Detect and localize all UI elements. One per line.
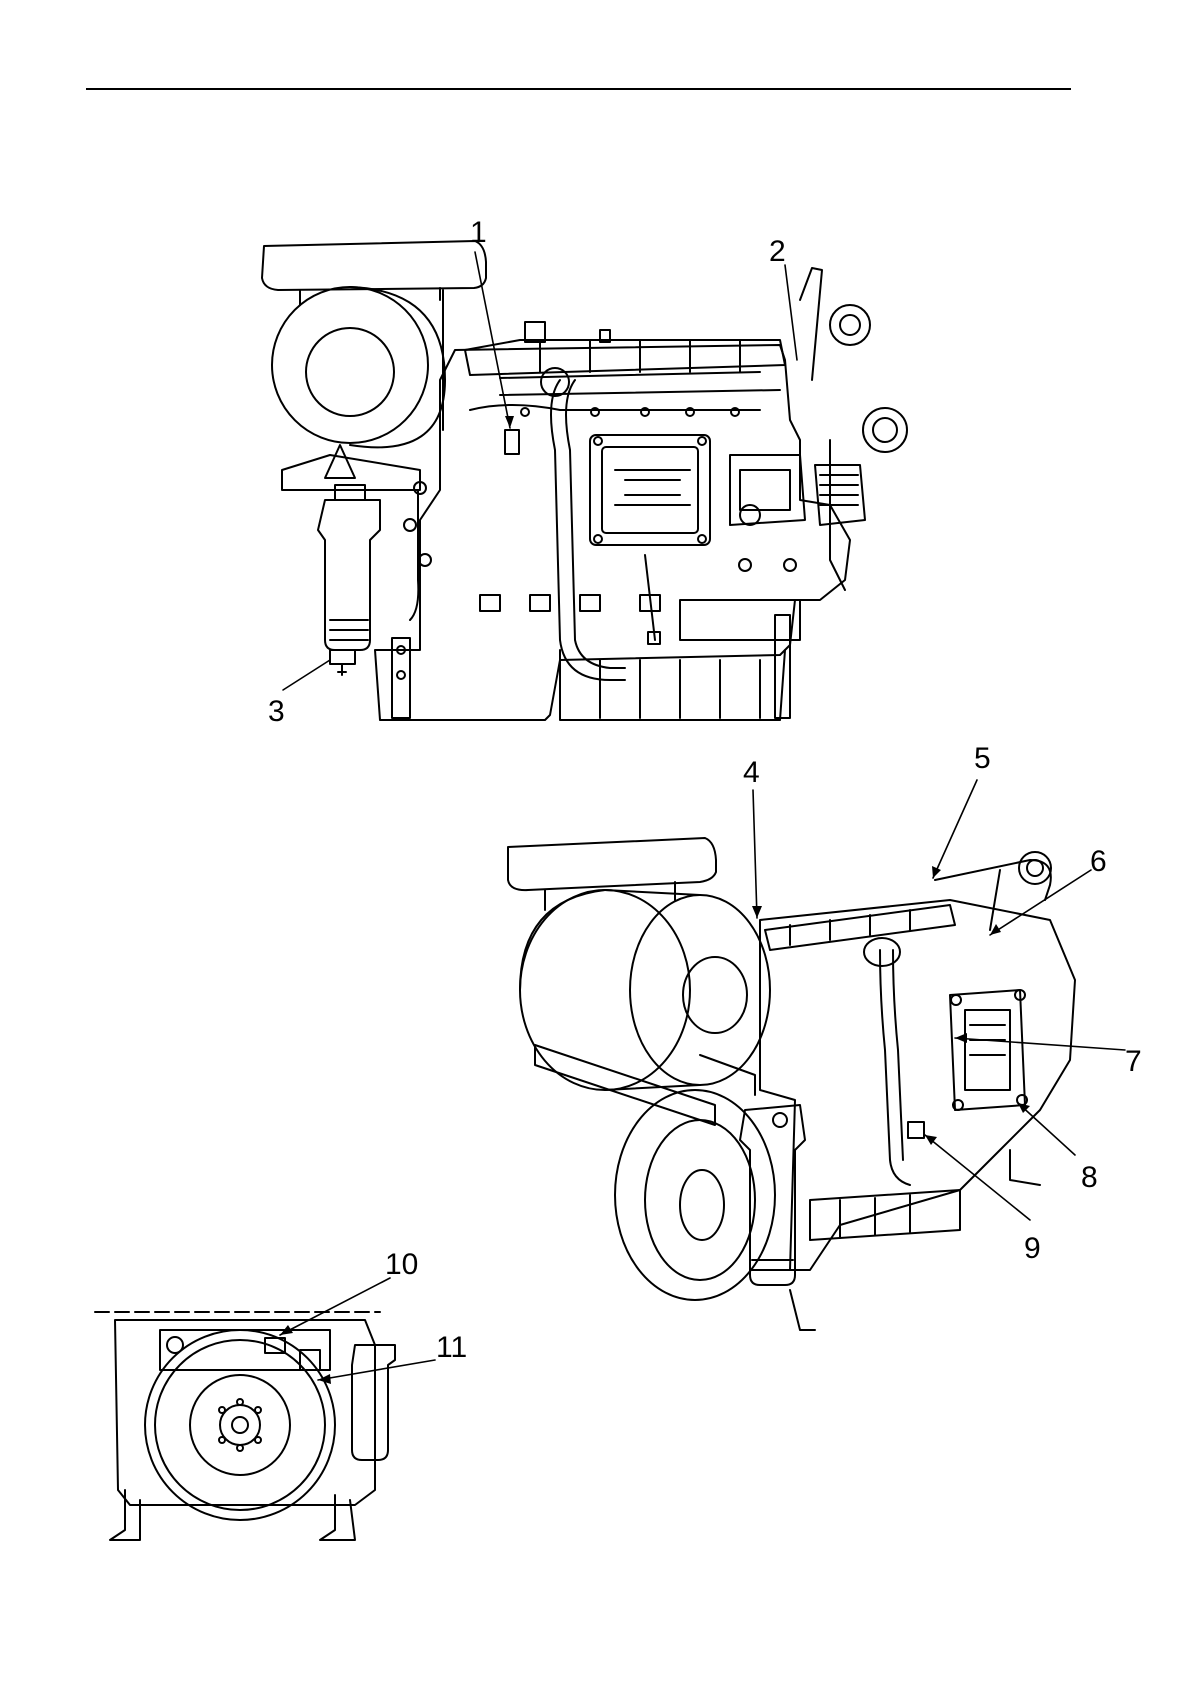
callout-1: 1: [470, 218, 487, 248]
callout-2: 2: [769, 237, 786, 267]
engine-rear-view: [95, 1312, 395, 1540]
engine-perspective-view: [508, 838, 1075, 1330]
callout-5: 5: [974, 744, 991, 774]
leader-lines: [280, 252, 1125, 1380]
callout-4: 4: [743, 758, 760, 788]
callout-6: 6: [1090, 847, 1107, 877]
callout-10: 10: [385, 1250, 418, 1280]
callout-7: 7: [1125, 1047, 1142, 1077]
callout-3: 3: [268, 697, 285, 727]
callout-8: 8: [1081, 1163, 1098, 1193]
callout-11: 11: [436, 1333, 467, 1363]
engine-side-view: [262, 241, 907, 720]
callout-9: 9: [1024, 1234, 1041, 1264]
leader-arrowheads: [280, 416, 1030, 1384]
